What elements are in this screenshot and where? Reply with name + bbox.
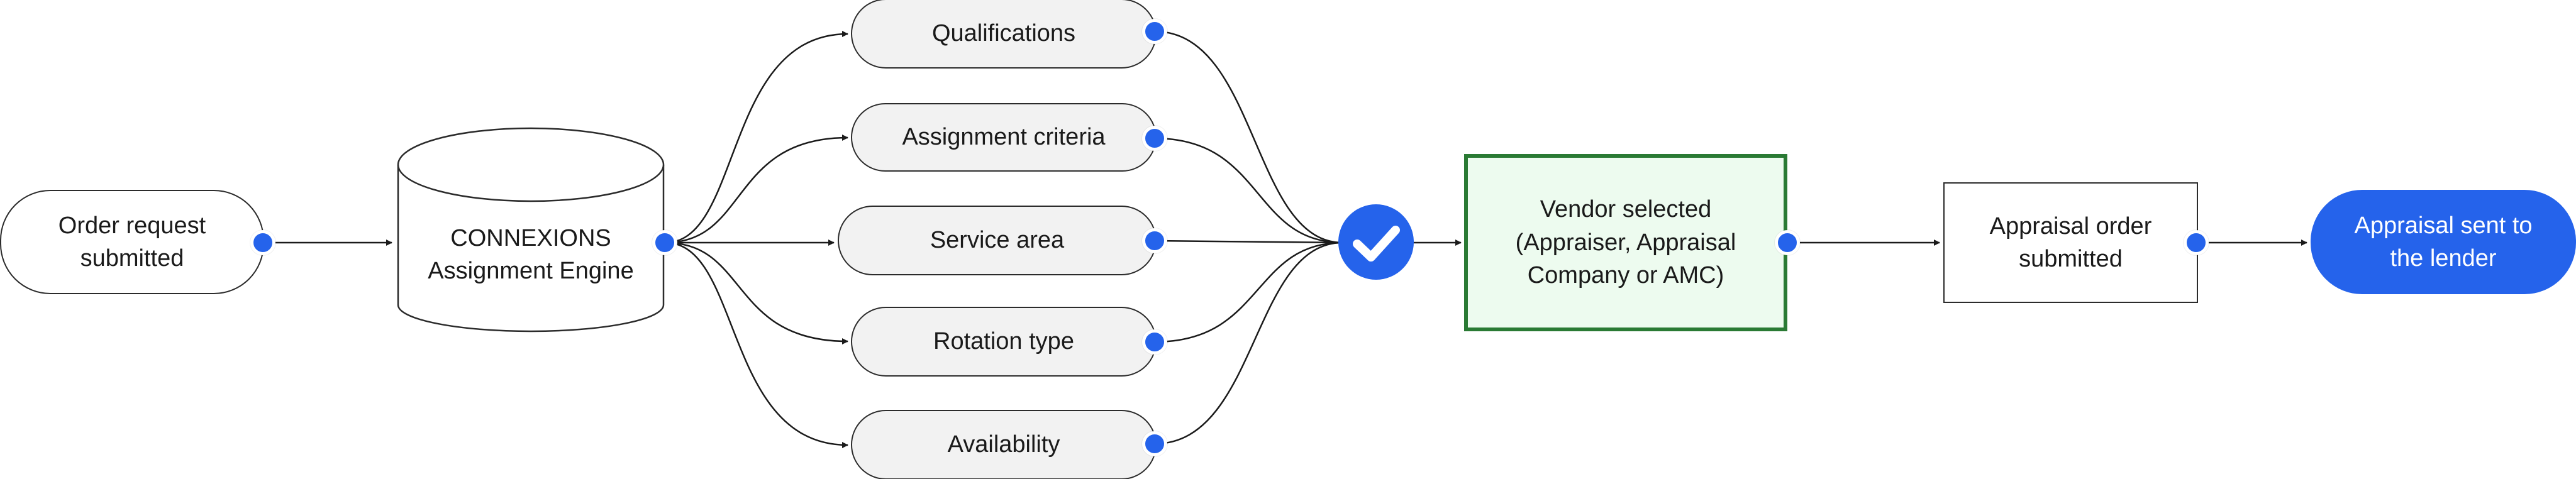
appraisal-sent-label: Appraisal sent to the lender — [2354, 212, 2533, 272]
assignment-criteria-label: Assignment criteria — [902, 124, 1106, 151]
rotation-type-node: Rotation type — [851, 307, 1157, 377]
connector-dot-icon — [1142, 329, 1167, 355]
decision-node — [1338, 204, 1414, 280]
connector-dot-icon — [250, 230, 275, 255]
line-rotation-type-to-decision — [1154, 241, 1343, 343]
arrow-engine-to-assignment-criteria — [665, 135, 848, 244]
arrow-engine-to-rotation-type — [665, 241, 848, 344]
rotation-type-label: Rotation type — [933, 328, 1074, 355]
connector-dot-icon — [652, 230, 677, 255]
availability-label: Availability — [947, 431, 1060, 458]
line-qualifications-to-decision — [1154, 30, 1343, 244]
line-service-area-to-decision — [1154, 239, 1343, 244]
arrow-engine-to-availability — [665, 241, 848, 448]
appraisal-order-label: Appraisal order submitted — [1989, 212, 2152, 272]
availability-node: Availability — [851, 410, 1157, 479]
connector-dot-icon — [2184, 230, 2209, 255]
qualifications-label: Qualifications — [931, 20, 1076, 47]
appraisal-order-node: Appraisal order submitted — [1943, 182, 2198, 303]
order-request-node: Order request submitted — [0, 190, 264, 294]
engine-cylinder-shape — [397, 127, 665, 333]
line-assignment-criteria-to-decision — [1154, 137, 1343, 244]
appraisal-sent-node: Appraisal sent to the lender — [2311, 190, 2576, 294]
connector-dot-icon — [1142, 126, 1167, 151]
vendor-selected-label: Vendor selected (Appraiser, Appraisal Co… — [1515, 196, 1736, 289]
line-availability-to-decision — [1154, 241, 1343, 445]
connector-dot-icon — [1775, 230, 1800, 255]
engine-node: CONNEXIONS Assignment Engine — [398, 207, 663, 302]
order-request-label: Order request submitted — [58, 212, 206, 272]
qualifications-node: Qualifications — [851, 0, 1157, 69]
connector-dot-icon — [1142, 431, 1167, 456]
arrow-engine-to-qualifications — [665, 31, 848, 244]
service-area-label: Service area — [930, 227, 1065, 254]
checkmark-icon — [1353, 226, 1400, 262]
vendor-selected-node: Vendor selected (Appraiser, Appraisal Co… — [1464, 154, 1787, 331]
service-area-node: Service area — [838, 206, 1157, 275]
connector-dot-icon — [1142, 19, 1167, 44]
assignment-criteria-node: Assignment criteria — [851, 103, 1157, 172]
engine-label: CONNEXIONS Assignment Engine — [428, 224, 634, 284]
connector-dot-icon — [1142, 228, 1167, 253]
